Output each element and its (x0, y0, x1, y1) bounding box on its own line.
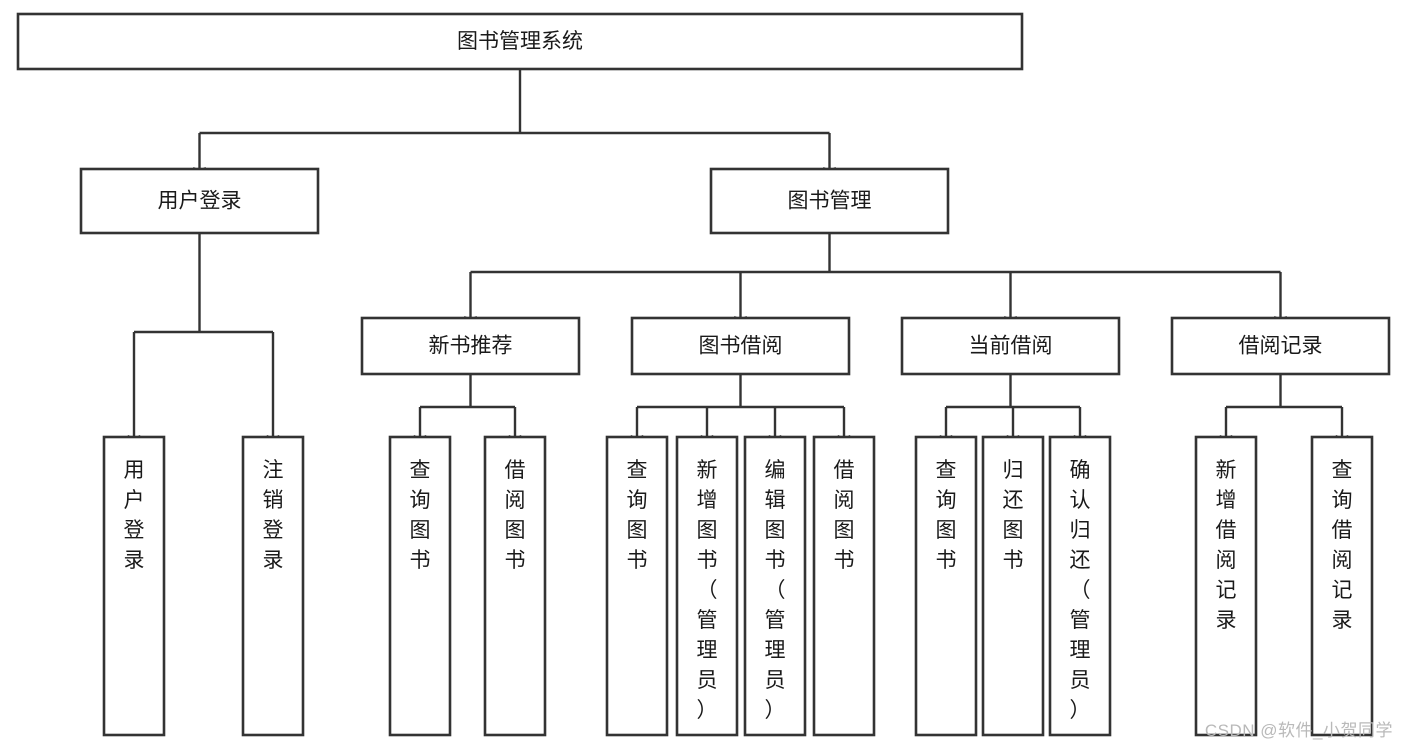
node-label-add-book-admin: 新增图书（管理员） (697, 459, 718, 722)
node-box-current-borrow[interactable] (900, 316, 1121, 376)
node-label-current-borrow: 当前借阅 (969, 335, 1053, 358)
node-box-borrow-book-2[interactable] (812, 435, 876, 737)
node-box-query-book-1[interactable] (388, 435, 452, 737)
node-label-borrow-book-2: 借阅图书 (834, 459, 855, 572)
node-label-query-borrow-record: 查询借阅记录 (1332, 459, 1353, 632)
node-layer (16, 12, 1391, 737)
node-box-user-login[interactable] (79, 167, 320, 235)
node-box-user-logout-leaf[interactable] (241, 435, 305, 737)
label-layer: 图书管理系统用户登录图书管理用户登录注销登录新书推荐查询图书借阅图书图书借阅查询… (124, 30, 1353, 722)
node-label-query-book-3: 查询图书 (936, 459, 957, 572)
node-label-query-book-1: 查询图书 (410, 459, 431, 572)
node-box-new-book-recommend[interactable] (360, 316, 581, 376)
node-label-book-management: 图书管理 (788, 190, 872, 213)
node-label-new-book-recommend: 新书推荐 (429, 335, 513, 358)
node-label-root: 图书管理系统 (457, 30, 583, 53)
node-box-add-book-admin[interactable] (675, 435, 739, 737)
node-label-return-book: 归还图书 (1003, 459, 1024, 572)
node-box-book-management[interactable] (709, 167, 950, 235)
node-box-add-borrow-record[interactable] (1194, 435, 1258, 737)
node-label-add-borrow-record: 新增借阅记录 (1216, 459, 1237, 632)
watermark-text: CSDN @软件_小贺同学 (1204, 721, 1393, 740)
node-box-edit-book-admin[interactable] (743, 435, 807, 737)
node-box-book-borrow[interactable] (630, 316, 851, 376)
node-label-user-login-leaf: 用户登录 (124, 459, 145, 572)
node-box-borrow-record[interactable] (1170, 316, 1391, 376)
node-label-confirm-return-admin: 确认归还（管理员） (1070, 459, 1091, 722)
node-label-borrow-record: 借阅记录 (1239, 335, 1323, 358)
node-label-query-book-2: 查询图书 (627, 459, 648, 572)
node-label-user-logout-leaf: 注销登录 (263, 459, 284, 572)
node-box-return-book[interactable] (981, 435, 1045, 737)
node-box-query-book-2[interactable] (605, 435, 669, 737)
node-label-edit-book-admin: 编辑图书（管理员） (765, 459, 786, 722)
node-box-borrow-book-1[interactable] (483, 435, 547, 737)
node-label-book-borrow: 图书借阅 (699, 335, 783, 358)
node-label-borrow-book-1: 借阅图书 (505, 459, 526, 572)
node-box-query-book-3[interactable] (914, 435, 978, 737)
connector-layer (127, 69, 1349, 446)
node-label-user-login: 用户登录 (158, 190, 242, 213)
node-box-root[interactable] (16, 12, 1024, 71)
node-box-query-borrow-record[interactable] (1310, 435, 1374, 737)
node-box-user-login-leaf[interactable] (102, 435, 166, 737)
node-box-confirm-return-admin[interactable] (1048, 435, 1112, 737)
